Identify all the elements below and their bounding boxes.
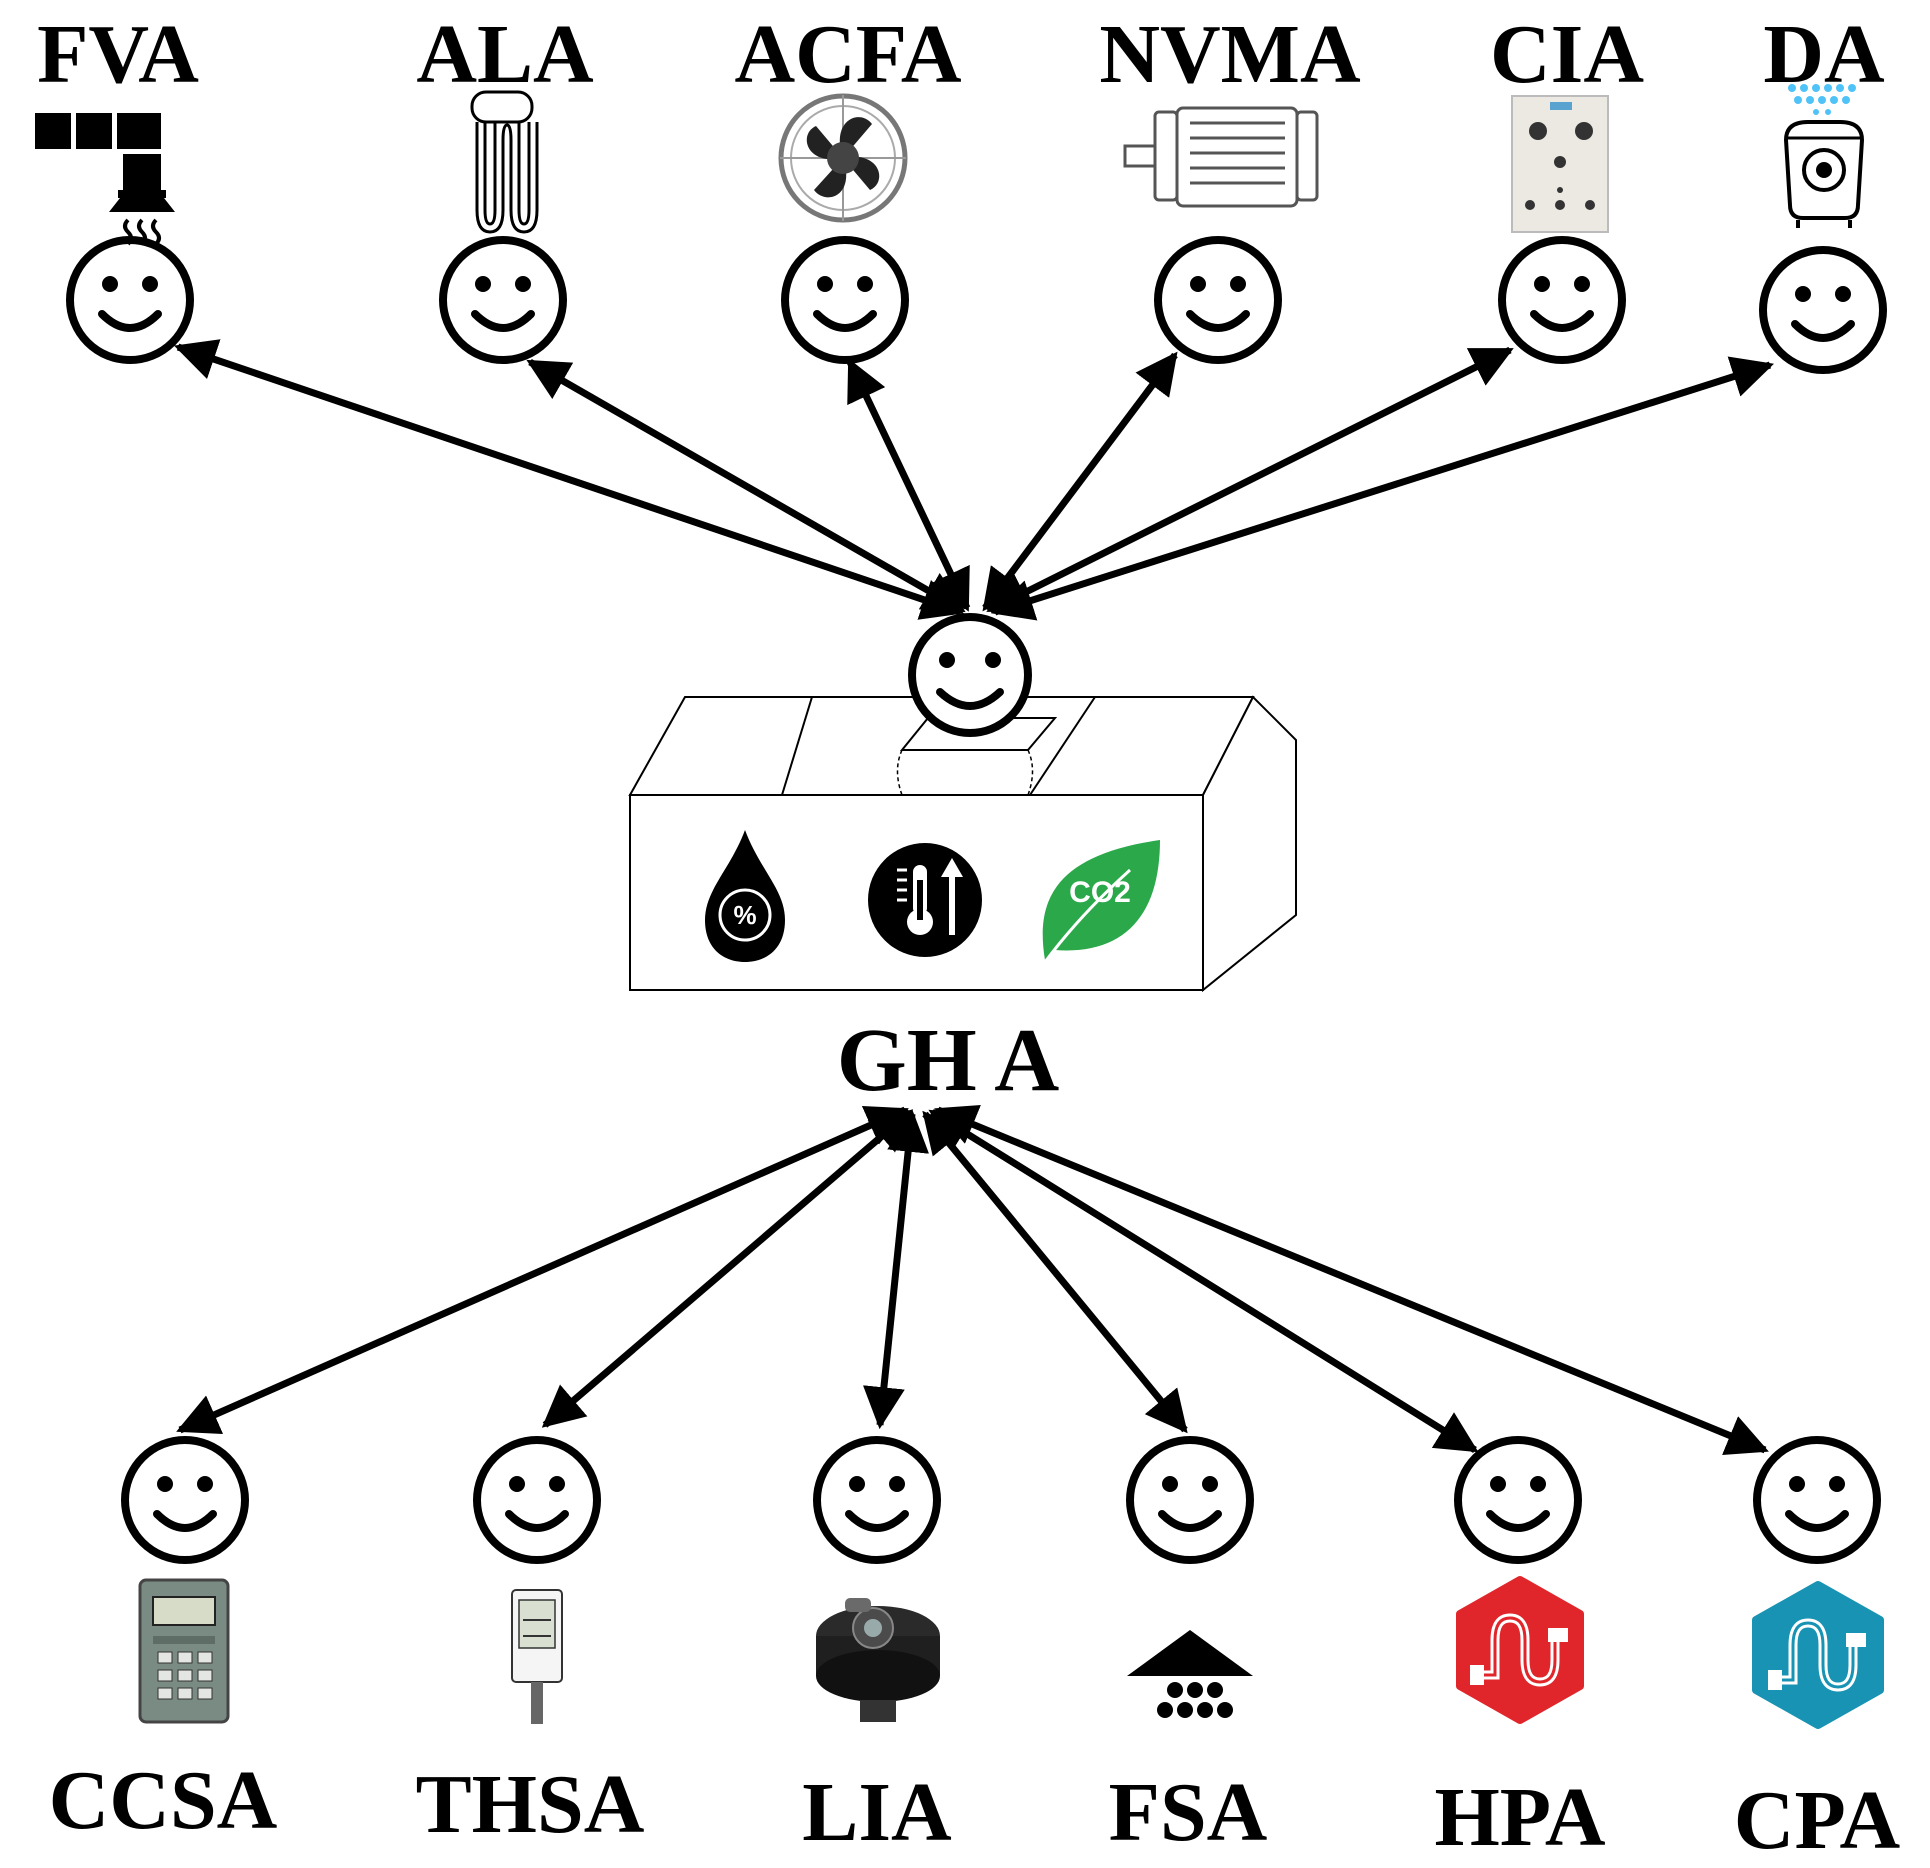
temperature-rise-icon xyxy=(868,843,982,957)
cia-label: CIA xyxy=(1490,8,1644,101)
axial-fan-icon xyxy=(778,93,908,223)
greenhouse-agent-label: GH A xyxy=(837,1011,1060,1110)
link-acfa xyxy=(846,358,971,612)
da-label: DA xyxy=(1763,8,1885,101)
acfa-agent-face xyxy=(781,236,909,364)
co2-leaf-icon: CO2 xyxy=(1042,840,1160,963)
link-cia xyxy=(986,346,1514,614)
light-sensor-icon xyxy=(816,1598,940,1722)
ala-label: ALA xyxy=(416,8,594,101)
ventilation-hood-icon xyxy=(35,113,175,246)
link-lia xyxy=(862,1109,930,1430)
humidity-drop-icon: % xyxy=(705,830,785,962)
fsa-agent-face xyxy=(1126,1436,1254,1564)
link-cpa xyxy=(934,1104,1769,1456)
bottom-links xyxy=(176,1104,1769,1456)
nvma-agent-face xyxy=(1154,236,1282,364)
fva-agent-face xyxy=(66,236,194,364)
hpa-label: HPA xyxy=(1434,1771,1605,1864)
hpa-agent-face xyxy=(1454,1436,1582,1564)
motor-icon xyxy=(1123,106,1319,208)
center-agent-face xyxy=(908,613,1032,737)
co2-meter-icon xyxy=(138,1578,230,1724)
co2-text: CO2 xyxy=(1069,876,1131,909)
nvma-label: NVMA xyxy=(1099,8,1361,101)
humidity-symbol: % xyxy=(733,900,756,930)
lia-label: LIA xyxy=(802,1766,952,1859)
hot-pipe-icon xyxy=(1456,1576,1584,1724)
cia-agent-face xyxy=(1498,236,1626,364)
thsa-agent-face xyxy=(473,1436,601,1564)
ccsa-agent-face xyxy=(121,1436,249,1564)
link-thsa xyxy=(541,1109,914,1428)
lia-agent-face xyxy=(813,1436,941,1564)
fva-label: FVA xyxy=(37,8,199,101)
link-ccsa xyxy=(176,1106,909,1434)
link-da xyxy=(990,356,1775,621)
link-nvma xyxy=(982,351,1178,612)
da-agent-face xyxy=(1759,246,1887,374)
acfa-label: ACFA xyxy=(734,8,961,101)
fsa-label: FSA xyxy=(1109,1766,1268,1859)
cpa-label: CPA xyxy=(1734,1774,1901,1867)
ccsa-label: CCSA xyxy=(49,1754,278,1847)
cold-pipe-icon xyxy=(1752,1581,1884,1729)
ala-agent-face xyxy=(439,236,567,364)
cpa-agent-face xyxy=(1753,1436,1881,1564)
control-panel-icon xyxy=(1511,95,1609,233)
link-hpa xyxy=(928,1109,1479,1453)
fire-sprinkler-icon xyxy=(1127,1630,1253,1718)
light-bulb-icon xyxy=(470,90,539,234)
dehumidifier-icon xyxy=(1783,84,1865,228)
top-links xyxy=(174,339,1775,621)
thermo-hygrometer-icon xyxy=(511,1589,563,1724)
thsa-label: THSA xyxy=(416,1758,645,1851)
greenhouse: % CO2 xyxy=(628,695,1297,993)
